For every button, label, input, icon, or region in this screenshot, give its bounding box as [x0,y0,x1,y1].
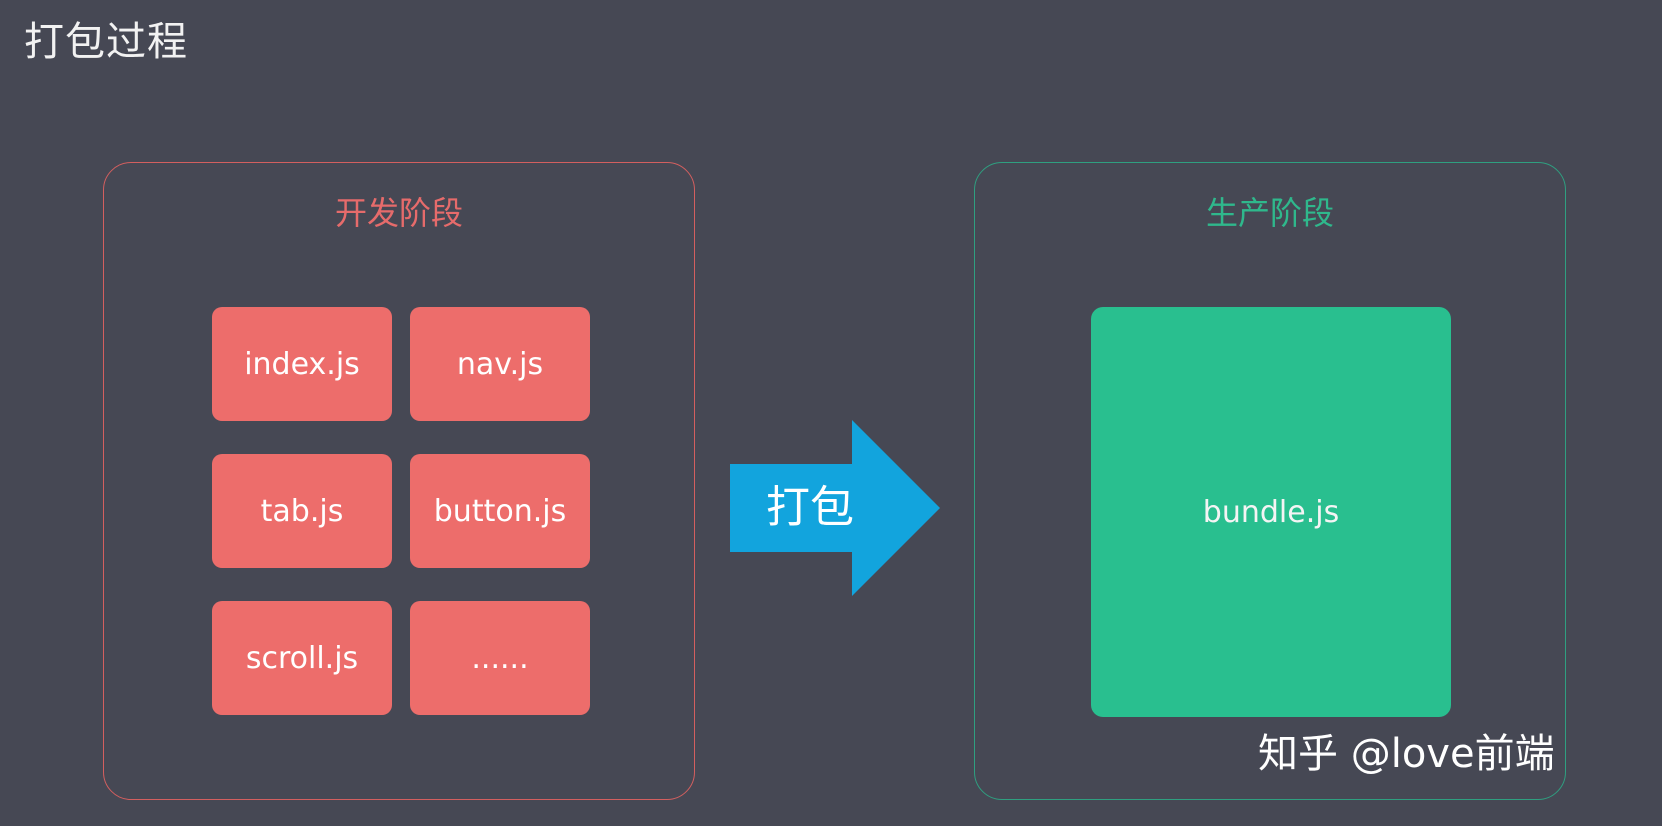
watermark: 知乎 @love前端 [1258,731,1555,777]
dev-stage-panel: 开发阶段 index.js nav.js tab.js button.js sc… [103,162,695,800]
file-card-scroll: scroll.js [212,601,392,715]
prod-stage-panel: 生产阶段 bundle.js [974,162,1566,800]
file-card-tab: tab.js [212,454,392,568]
prod-stage-title: 生产阶段 [1205,194,1334,232]
source-file-grid: index.js nav.js tab.js button.js scroll.… [212,307,590,715]
bundle-arrow-icon [730,420,940,596]
dev-stage-title: 开发阶段 [334,194,463,232]
file-card-more: ...... [410,601,590,715]
page-title: 打包过程 [24,19,188,65]
bundle-file-card: bundle.js [1091,307,1451,717]
file-card-nav: nav.js [410,307,590,421]
arrow-label: 打包 [766,482,854,533]
file-card-index: index.js [212,307,392,421]
file-card-button: button.js [410,454,590,568]
